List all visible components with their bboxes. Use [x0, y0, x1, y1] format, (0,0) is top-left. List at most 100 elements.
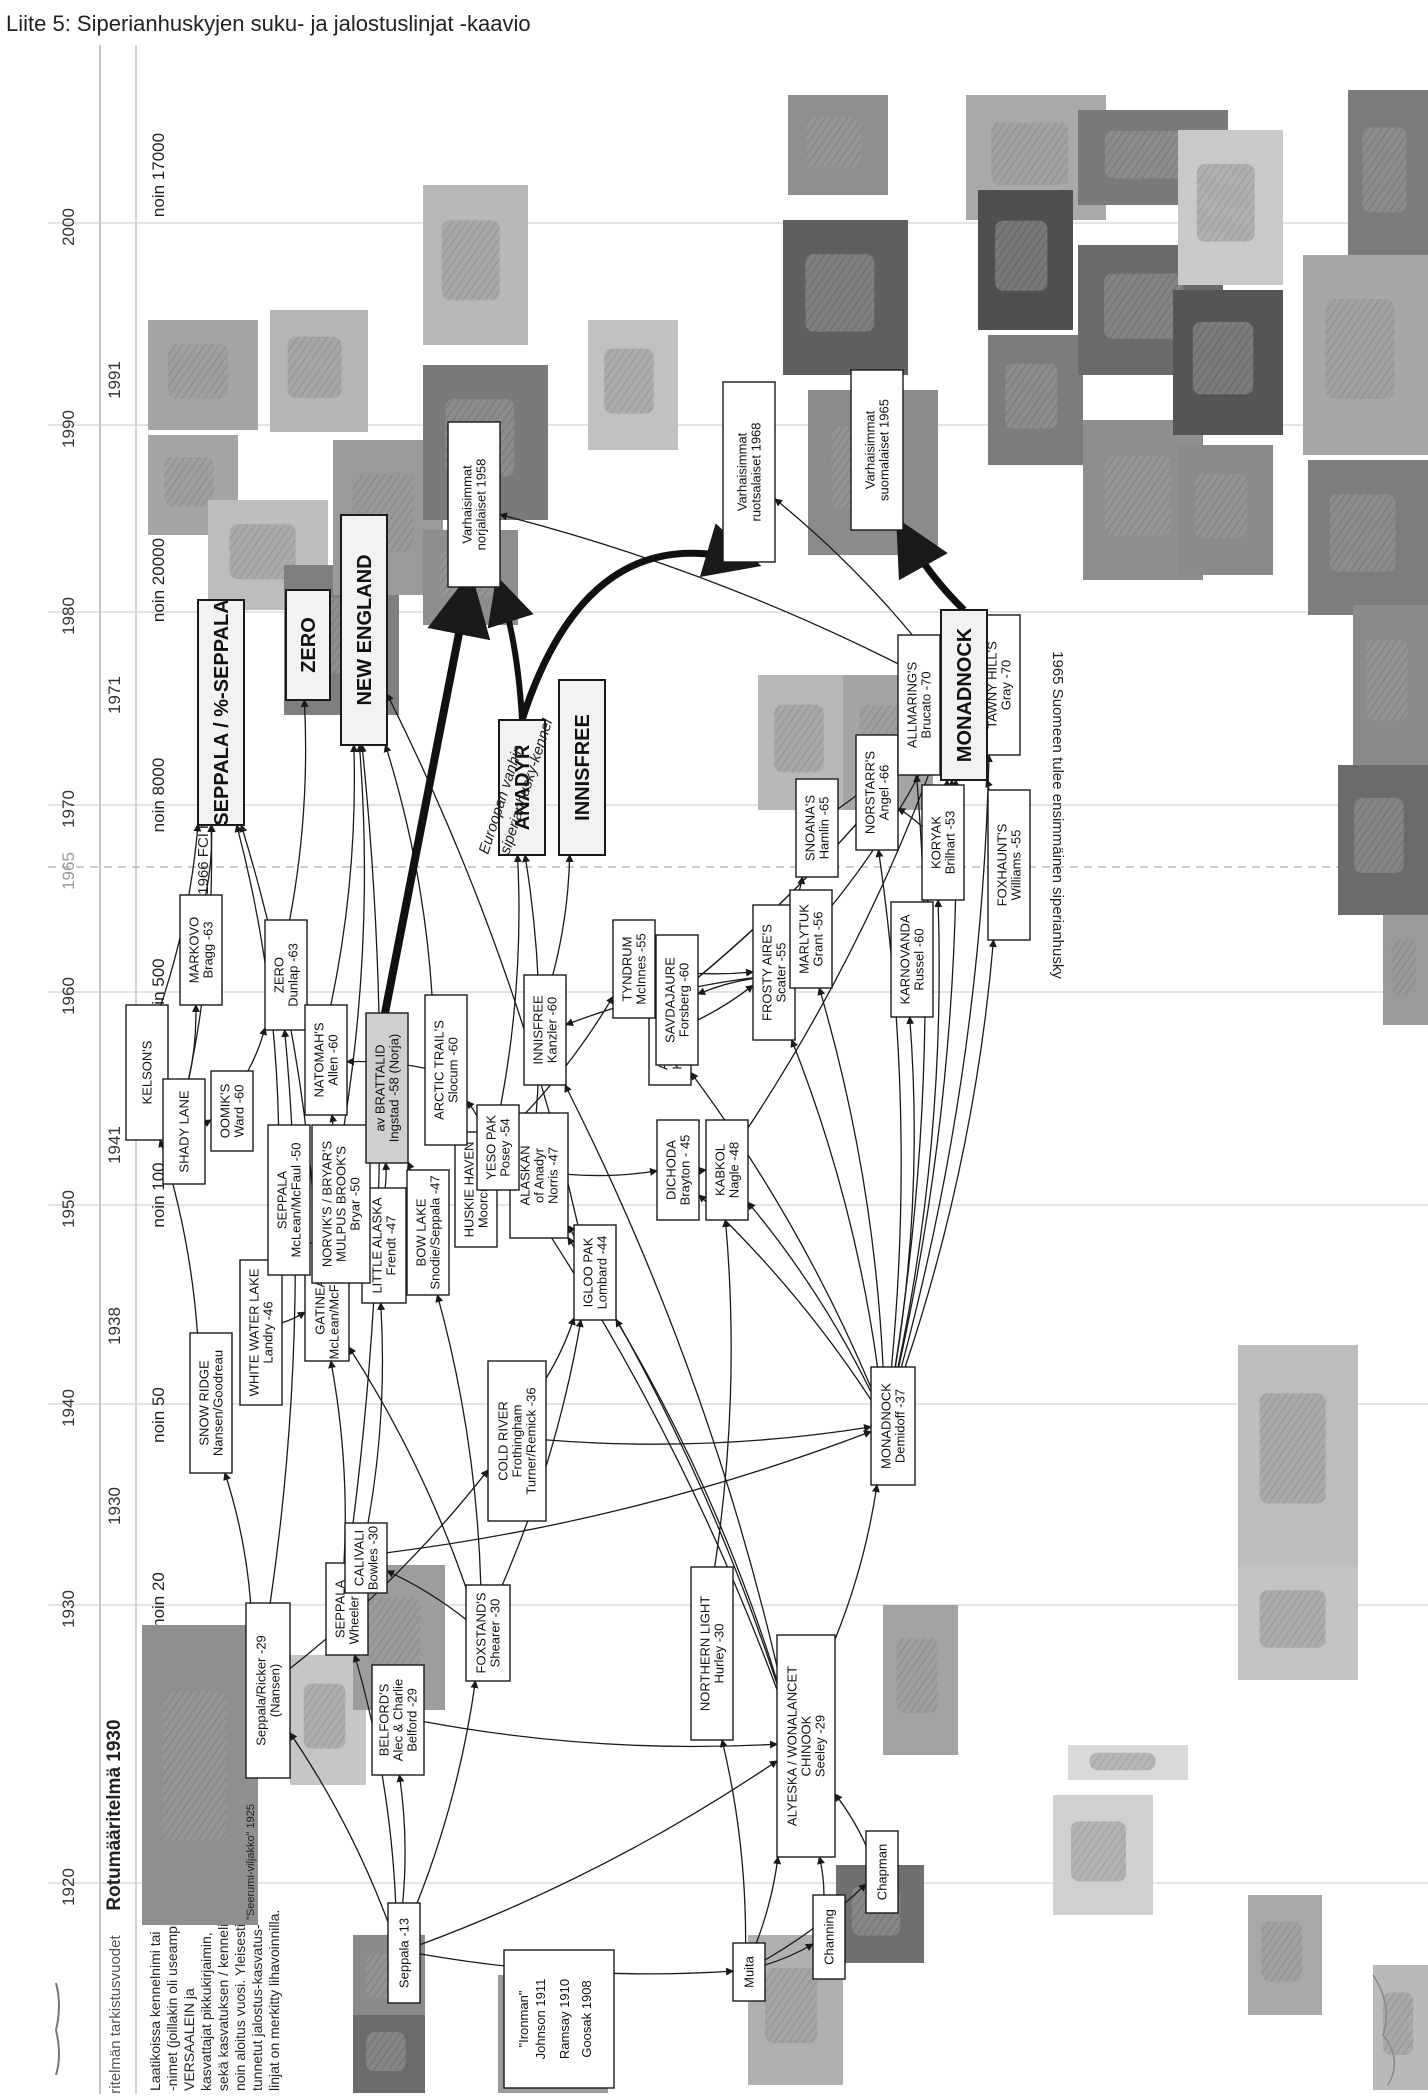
sled-team-drawing — [56, 1983, 59, 2075]
node-seppala13: Seppala -13 — [388, 1903, 420, 2003]
dog-photo-shade — [366, 2032, 406, 2071]
legend-line: sekä kasvatuksen / kennelin — [215, 1916, 231, 2091]
registration-count: noin 50 — [149, 1387, 168, 1443]
dog-photo-shade — [370, 1597, 421, 1670]
node-label: Nagle -48 — [727, 1142, 742, 1198]
lineage-arrow — [417, 1681, 475, 1903]
lineage-arrow — [699, 1195, 871, 1400]
lineage-arrow — [792, 1040, 878, 1367]
lineage-arrow — [290, 700, 306, 920]
node-label: Seeley -29 — [813, 1715, 828, 1777]
node-label: Williams -55 — [1009, 830, 1024, 901]
node-label: Chapman — [875, 1844, 890, 1900]
node-label: Brilhart -53 — [943, 811, 958, 875]
node-label: NATOMAH'S — [312, 1022, 327, 1097]
lineage-arrow — [819, 988, 883, 1367]
node-label: SHADY LANE — [177, 1090, 192, 1172]
legend-line: noin aloitus vuosi. Yleisesti — [232, 1924, 248, 2091]
milestone-year-label: 1941 — [105, 1126, 124, 1164]
node-ricker: Seppala/Ricker -29(Nansen) — [246, 1603, 290, 1778]
lineage-arrow — [568, 1171, 657, 1176]
dog-photo-shade — [1330, 494, 1396, 571]
node-kelsons: KELSON'S — [126, 1005, 168, 1140]
node-label: Seppala -13 — [397, 1918, 412, 1988]
node-label: Posey -54 — [498, 1118, 513, 1177]
legend-line: -nimet (joillakin oli useampia) — [164, 1910, 180, 2091]
origin-text: Goosak 1908 — [579, 1980, 594, 2057]
dog-photo-shade — [1383, 1993, 1413, 2056]
page-title: Liite 5: Siperianhuskyjen suku- ja jalos… — [0, 0, 1428, 48]
node-label: LITTLE ALASKA — [370, 1197, 385, 1293]
breed-standard-label: Rotumääritelmä 1930 — [104, 1719, 125, 1910]
node-label: Frothingham — [510, 1405, 525, 1478]
lineage-arrow — [546, 1427, 871, 1444]
lineage-arrow — [546, 1318, 574, 1378]
node-label: BELFORD'S — [377, 1683, 392, 1756]
node-label: Varhaisimmat — [460, 465, 475, 544]
node-label: ZERO — [298, 617, 320, 673]
serum-photo-caption: "Seerumi-viljakko" 1925 — [245, 1804, 257, 1920]
lineage-arrow — [248, 1028, 265, 1071]
node-label: SEPPALA — [275, 1171, 290, 1230]
decade-label: 1960 — [59, 977, 78, 1015]
dog-photo-shade — [1354, 798, 1404, 873]
lineage-arrow — [898, 808, 922, 826]
node-label: Varhaisimmat — [735, 432, 750, 511]
node-chapman: Chapman — [866, 1831, 898, 1913]
registration-count: noin 20 — [149, 1572, 168, 1628]
node-label: IGLOO PAK — [581, 1237, 596, 1307]
origin-text: Johnson 1911 — [533, 1979, 548, 2060]
dog-photo-shade — [1326, 299, 1395, 399]
lineage-arrow — [387, 1432, 871, 1553]
node-label: Demidoff -37 — [893, 1389, 908, 1463]
node-label: KARNOVANDA — [898, 914, 913, 1004]
node-label: SNOW RIDGE — [197, 1360, 212, 1446]
lineage-arrow — [691, 985, 753, 1023]
node-label: BOW LAKE — [414, 1198, 429, 1266]
node-label: Ingstad -58 (Norja) — [387, 1034, 402, 1142]
node-label: Bryar -50 — [348, 1177, 363, 1230]
node-label: Shearer -30 — [488, 1599, 503, 1668]
dog-photo-shade — [288, 337, 342, 398]
dog-photo-shade — [806, 254, 875, 332]
node-label: of Anadyr — [532, 1147, 547, 1203]
lineage-arrow — [282, 1312, 305, 1323]
lineage-arrow — [225, 1473, 251, 1603]
dog-photo-shade — [1260, 1393, 1326, 1503]
node-label: MARKOVO — [187, 917, 202, 983]
dog-photo-shade — [774, 705, 824, 773]
node-big_zero: ZERO — [286, 590, 330, 700]
legend-line: kasvattajat pikkukirjaimin, — [198, 1932, 214, 2091]
node-label: Brayton - 45 — [678, 1135, 693, 1206]
decade-label: 1950 — [59, 1190, 78, 1228]
node-label: MONADNOCK — [879, 1383, 894, 1469]
node-label: SNOANA'S — [803, 795, 818, 861]
node-big_innisfree: INNISFREE — [559, 680, 605, 855]
node-label: Varhaisimmat — [863, 410, 878, 489]
decade-label: 1970 — [59, 790, 78, 828]
dog-photo-shade — [1105, 131, 1188, 179]
lineage-arrow — [568, 1226, 574, 1236]
decade-label: 1980 — [59, 597, 78, 635]
node-label: Grant -56 — [811, 912, 826, 967]
dog-photo-shade — [1193, 322, 1254, 395]
lineage-arrow — [420, 1761, 777, 1945]
node-label: Slocum -60 — [446, 1037, 461, 1103]
